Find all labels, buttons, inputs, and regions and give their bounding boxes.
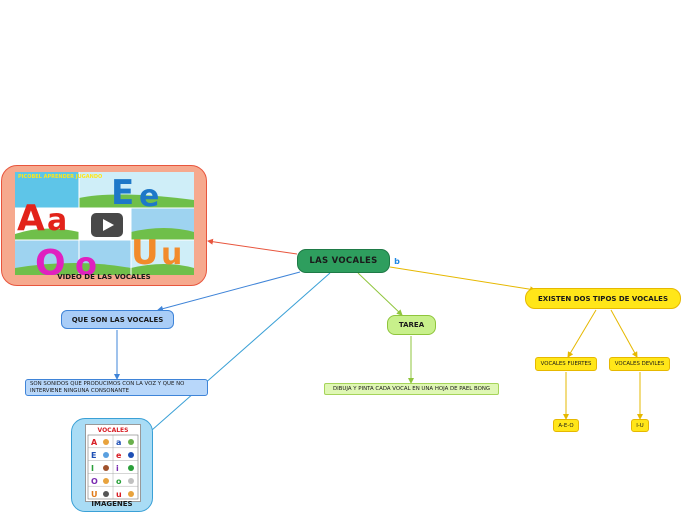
vocales-fuertes-node[interactable]: VOCALES FUERTES — [535, 357, 597, 371]
link-central-imagenes — [151, 272, 331, 431]
chart-letter-I: I — [91, 464, 94, 473]
chart-letter-i: i — [116, 464, 119, 473]
central-topic[interactable]: LAS VOCALES — [297, 249, 390, 273]
chart-letter-o: o — [116, 477, 122, 486]
link-tipos-debiles — [610, 309, 638, 358]
tarea-description[interactable]: DIBUJA Y PINTA CADA VOCAL EN UNA HOJA DE… — [324, 383, 499, 395]
vowels-chart-image: A a E e I i O o U u — [87, 434, 139, 500]
letter-O: O — [35, 243, 66, 275]
que-son-node[interactable]: QUE SON LAS VOCALES — [61, 310, 174, 329]
video-thumbnail[interactable]: A a E e O o U u PICOBEL APRENDER JUGANDO — [15, 172, 194, 275]
video-node-label: VIDEO DE LAS VOCALES — [57, 273, 151, 281]
chart-letter-a: a — [116, 438, 121, 447]
link-central-que-son — [157, 271, 301, 312]
letter-U: U — [131, 233, 159, 273]
chart-letter-U: U — [91, 490, 98, 499]
imagenes-node[interactable]: VOCALES A a E e I i O o U u — [71, 418, 153, 512]
play-icon[interactable] — [91, 213, 123, 237]
video-caption: PICOBEL APRENDER JUGANDO — [18, 174, 103, 180]
imagenes-thumbnail[interactable]: VOCALES A a E e I i O o U u — [85, 424, 141, 502]
letter-e: e — [139, 179, 159, 214]
toggle-icon[interactable]: b — [393, 257, 401, 266]
letter-u: u — [161, 237, 182, 272]
chart-letter-O: O — [91, 477, 98, 486]
link-central-tipos — [389, 266, 536, 293]
vocales-fuertes-value[interactable]: A-E-O — [553, 419, 579, 432]
letter-E: E — [111, 173, 134, 213]
vowels-video-image: A a E e O o U u — [15, 172, 194, 275]
link-central-video — [207, 238, 298, 255]
tipos-node[interactable]: EXISTEN DOS TIPOS DE VOCALES — [525, 288, 681, 309]
letter-a: a — [47, 203, 67, 238]
vocales-debiles-node[interactable]: VOCALES DEVILES — [609, 357, 670, 371]
chart-letter-u: u — [116, 490, 122, 499]
letter-o: o — [75, 245, 97, 275]
link-tipos-fuertes — [567, 309, 597, 358]
chart-letter-e: e — [116, 451, 122, 460]
letter-A: A — [17, 198, 45, 239]
vocales-debiles-value[interactable]: I-U — [631, 419, 649, 432]
imagenes-node-label: IMAGENES — [91, 500, 133, 508]
imagenes-title: VOCALES — [97, 427, 129, 434]
tarea-node[interactable]: TAREA — [387, 315, 436, 335]
que-son-description[interactable]: SON SONIDOS QUE PRODUCIMOS CON LA VOZ Y … — [25, 379, 208, 396]
svg-text:b: b — [394, 257, 400, 266]
link-central-tarea — [357, 272, 403, 316]
video-node[interactable]: A a E e O o U u PICOBEL APRENDER JUGANDO… — [1, 165, 207, 286]
chart-letter-A: A — [91, 438, 98, 447]
chart-letter-E: E — [91, 451, 96, 460]
